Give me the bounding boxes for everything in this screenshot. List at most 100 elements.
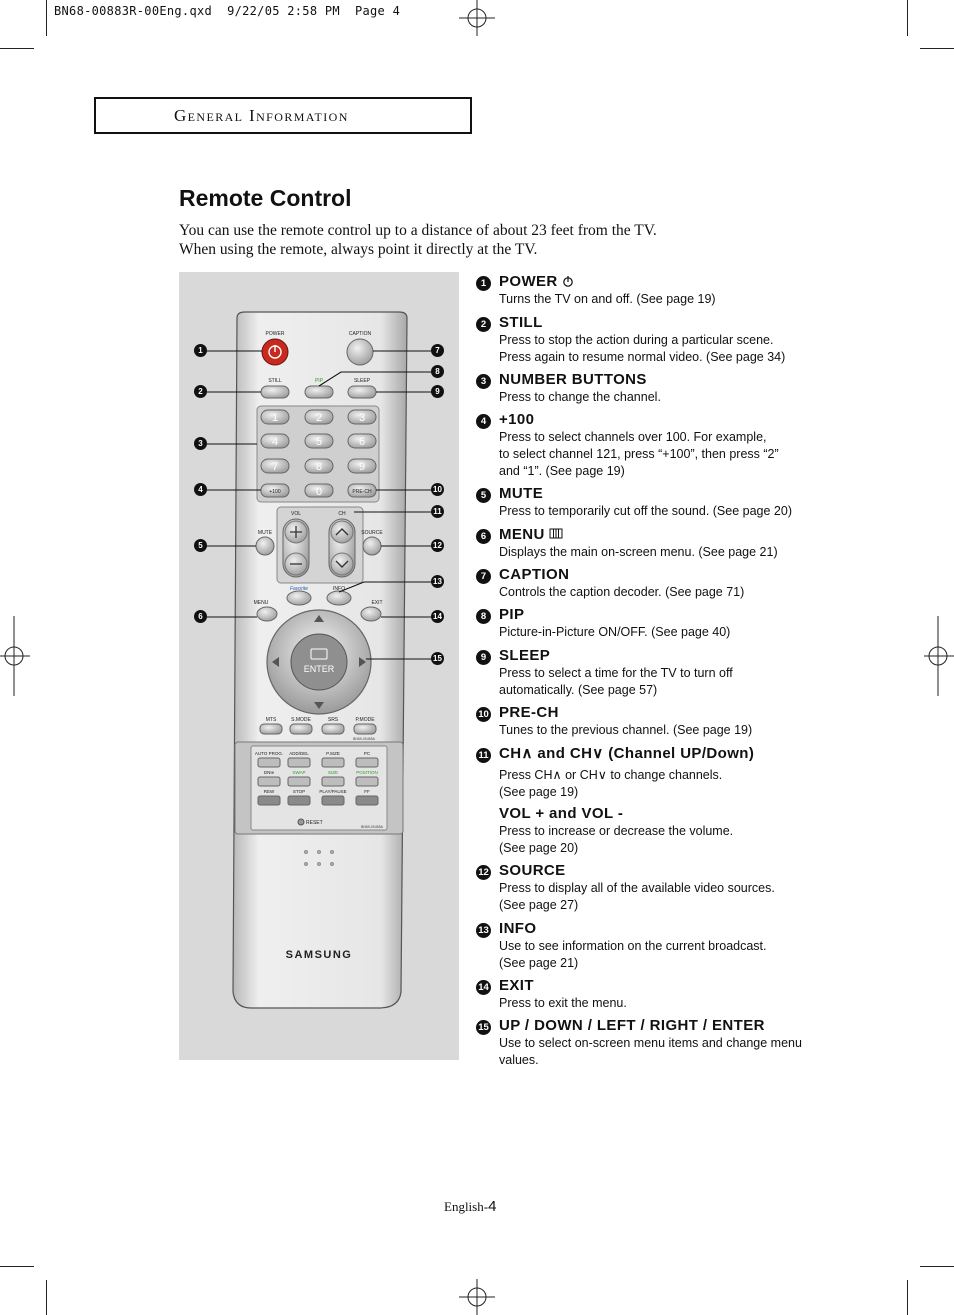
remote-plus100-label: +100 [269, 489, 280, 495]
item-description: Press to display all of the available vi… [499, 881, 775, 912]
item-number-badge: 8 [476, 609, 491, 624]
list-item: 5 MUTE Press to temporarily cut off the … [476, 485, 846, 526]
item-title: SOURCE [499, 862, 566, 879]
crop-mark [46, 1280, 47, 1315]
list-item: 1 POWER Turns the TV on and off. (See pa… [476, 273, 846, 314]
remote-lower-button [257, 795, 281, 806]
print-header: BN68-00883R-00Eng.qxd 9/22/05 2:58 PM Pa… [54, 4, 401, 18]
list-item: 2 STILL Press to stop the action during … [476, 314, 846, 371]
remote-exit-label: EXIT [371, 600, 382, 606]
intro-line: You can use the remote control up to a d… [179, 222, 657, 239]
list-item: 4 +100 Press to select channels over 100… [476, 411, 846, 485]
remote-model-label-2: BN59-00455A [361, 825, 384, 829]
callout-10: 10 [431, 483, 444, 496]
list-item: 14 EXIT Press to exit the menu. [476, 977, 846, 1017]
callout-12: 12 [431, 539, 444, 552]
list-item: 12 SOURCE Press to display all of the av… [476, 862, 846, 920]
remote-lower-button [257, 776, 281, 787]
list-item: 13 INFO Use to see information on the cu… [476, 920, 846, 977]
item-title: MUTE [499, 485, 544, 502]
item-number-badge: 9 [476, 650, 491, 665]
item-number-badge: 15 [476, 1020, 491, 1035]
item-number-badge: 5 [476, 488, 491, 503]
remote-lower-label: REW [264, 789, 275, 794]
intro-text: You can use the remote control up to a d… [179, 221, 657, 259]
callout-15: 15 [431, 652, 444, 665]
remote-info-label: INFO [333, 586, 345, 592]
item-description: Press to change the channel. [499, 390, 661, 404]
remote-lower-button [355, 795, 379, 806]
remote-lower-button [287, 757, 311, 768]
item-number-badge: 14 [476, 980, 491, 995]
remote-digit-label: 1 [272, 412, 278, 424]
item-title: MENU [499, 526, 545, 543]
item-number-badge: 1 [476, 276, 491, 291]
item-title: CH∧ and CH∨ (Channel UP/Down) [499, 745, 755, 762]
crop-mark [907, 0, 908, 36]
remote-pip-label: PIP [315, 378, 324, 384]
item-title: +100 [499, 411, 535, 428]
item-description: Press to exit the menu. [499, 996, 627, 1010]
item-title: PIP [499, 606, 525, 623]
remote-favorite-label: Favorite [290, 586, 308, 592]
item-number-badge: 12 [476, 865, 491, 880]
remote-lower-label: POSITION [356, 770, 378, 775]
section-header: General Information [94, 97, 472, 134]
item-subtitle: VOL + and VOL - [499, 805, 624, 822]
item-title: CAPTION [499, 566, 570, 583]
remote-menu-label: MENU [254, 600, 269, 606]
remote-digit-label: 4 [272, 436, 278, 448]
remote-digit-button [347, 458, 377, 474]
registration-mark-icon [924, 616, 954, 696]
crop-mark [0, 1266, 34, 1267]
item-description: Controls the caption decoder. (See page … [499, 585, 745, 599]
remote-lower-button [355, 757, 379, 768]
page-footer: English-4 [444, 1198, 496, 1215]
menu-icon [549, 528, 563, 539]
item-title: PRE-CH [499, 704, 559, 721]
power-icon [563, 276, 574, 287]
list-item: 7 CAPTION Controls the caption decoder. … [476, 566, 846, 606]
item-number-badge: 3 [476, 374, 491, 389]
item-title: EXIT [499, 977, 534, 994]
callout-5: 5 [194, 539, 207, 552]
page-title: Remote Control [179, 185, 352, 211]
remote-digit-label: 9 [359, 461, 365, 473]
remote-digit-button [304, 409, 334, 425]
intro-line: When using the remote, always point it d… [179, 241, 538, 258]
remote-vol-label: VOL [291, 511, 301, 517]
list-item: 8 PIP Picture-in-Picture ON/OFF. (See pa… [476, 606, 846, 647]
callout-9: 9 [431, 385, 444, 398]
remote-power-label: POWER [266, 331, 285, 337]
item-description: Press CH∧ or CH∨ to change channels. (Se… [499, 768, 723, 799]
item-description: Press to stop the action during a partic… [499, 333, 786, 364]
remote-zero-label: 0 [316, 486, 322, 498]
item-title: SLEEP [499, 647, 551, 664]
list-item: 11 CH∧ and CH∨ (Channel UP/Down) Press C… [476, 745, 846, 862]
button-description-list: 1 POWER Turns the TV on and off. (See pa… [476, 273, 846, 1069]
remote-mts-label: MTS [266, 717, 277, 723]
item-description: Press to select a time for the TV to tur… [499, 666, 733, 697]
callout-8: 8 [431, 365, 444, 378]
item-title: POWER [499, 273, 558, 290]
remote-caption-label: CAPTION [349, 331, 372, 337]
remote-digit-label: 5 [316, 436, 322, 448]
remote-lower-label: PC [364, 751, 371, 756]
remote-lower-label: FF [364, 789, 370, 794]
section-title: General Information [174, 106, 349, 125]
remote-mute-label: MUTE [258, 530, 273, 536]
remote-still-label: STILL [268, 378, 282, 384]
item-sub-description: Press to increase or decrease the volume… [499, 824, 734, 855]
item-title: STILL [499, 314, 543, 331]
remote-pmode-label: P.MODE [355, 717, 375, 723]
item-description: Picture-in-Picture ON/OFF. (See page 40) [499, 625, 731, 639]
remote-lower-label: SIZE [328, 770, 338, 775]
item-number-badge: 2 [476, 317, 491, 332]
remote-sleep-label: SLEEP [354, 378, 371, 384]
remote-source-label: SOURCE [361, 530, 383, 536]
item-number-badge: 11 [476, 748, 491, 763]
callout-3: 3 [194, 437, 207, 450]
remote-lower-button [355, 776, 379, 787]
